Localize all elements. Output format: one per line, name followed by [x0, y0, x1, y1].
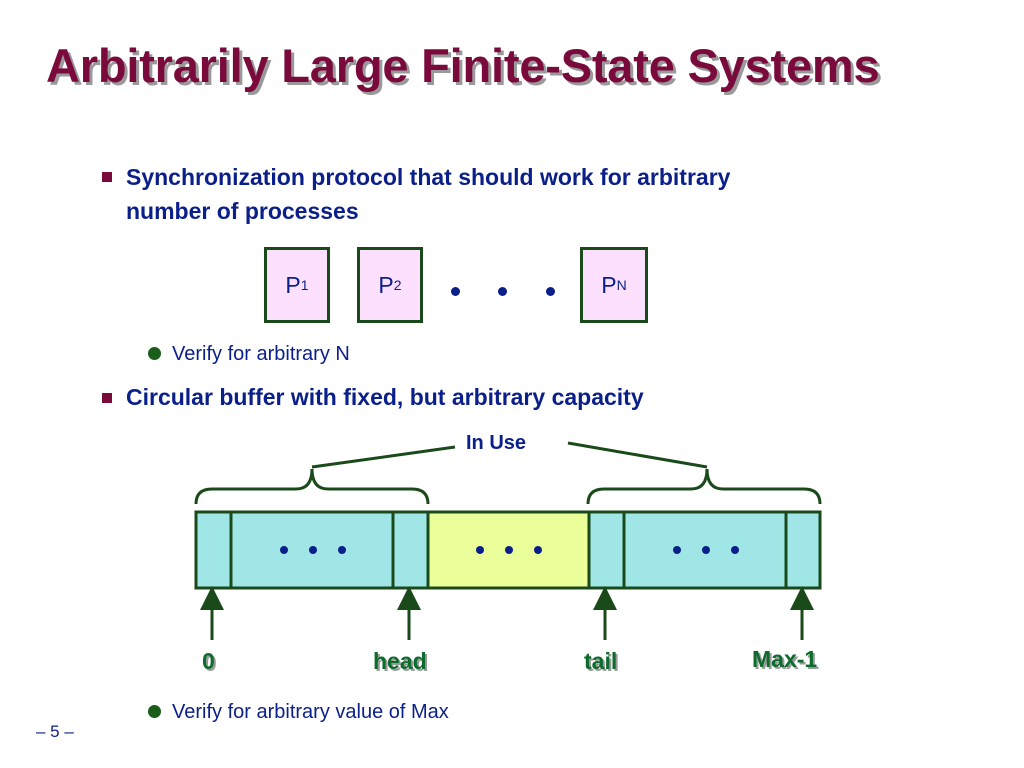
process-label: P	[378, 271, 394, 298]
ellipsis-dot	[280, 546, 288, 554]
buffer-cell-last	[784, 510, 822, 590]
process-subscript: 1	[300, 277, 309, 293]
pointer-label-zero: 0	[202, 648, 215, 674]
pointer-label-head: head	[373, 648, 427, 674]
ellipsis-dot	[505, 546, 513, 554]
page-number: – 5 –	[36, 722, 74, 741]
process-label: P	[601, 271, 617, 298]
ellipsis-dot	[338, 546, 346, 554]
buffer-cell-first	[194, 510, 233, 590]
pointer-label-max: Max-1	[752, 646, 818, 672]
bullet-dot-icon	[148, 347, 161, 360]
bullet-1-line-2: number of processes	[126, 198, 359, 224]
bullet-1-line-1: Synchronization protocol that should wor…	[126, 164, 731, 190]
ellipsis-dot	[673, 546, 681, 554]
in-use-connector-left	[311, 445, 456, 469]
ellipsis-dot	[534, 546, 542, 554]
ellipsis-dot	[451, 287, 460, 296]
sub-bullet-1: Verify for arbitrary N	[172, 343, 350, 365]
in-use-connector-right	[567, 441, 708, 469]
right-brace	[586, 468, 822, 505]
buffer-cell-range	[229, 510, 395, 590]
process-subscript: N	[616, 277, 627, 293]
buffer-cell-tail	[587, 510, 626, 590]
bullet-square-icon	[102, 393, 112, 403]
slide-title: Arbitrarily Large Finite-State Systems	[46, 39, 880, 92]
buffer-cell-range	[622, 510, 788, 590]
bullet-2-line-1: Circular buffer with fixed, but arbitrar…	[126, 384, 644, 410]
sub-bullet-2: Verify for arbitrary value of Max	[172, 701, 449, 723]
bullet-dot-icon	[148, 705, 161, 718]
ellipsis-dot	[702, 546, 710, 554]
pointer-label-tail: tail	[584, 648, 618, 674]
ellipsis-dot	[498, 287, 507, 296]
ellipsis-dot	[731, 546, 739, 554]
process-label: P	[285, 271, 301, 298]
ellipsis-dot	[309, 546, 317, 554]
left-brace	[194, 468, 430, 505]
buffer-cell-free-range	[426, 510, 591, 590]
ellipsis-dot	[546, 287, 555, 296]
process-subscript: 2	[393, 277, 402, 293]
buffer-cell-head-prev	[391, 510, 430, 590]
bullet-square-icon	[102, 172, 112, 182]
in-use-label: In Use	[466, 432, 527, 454]
ellipsis-dot	[476, 546, 484, 554]
